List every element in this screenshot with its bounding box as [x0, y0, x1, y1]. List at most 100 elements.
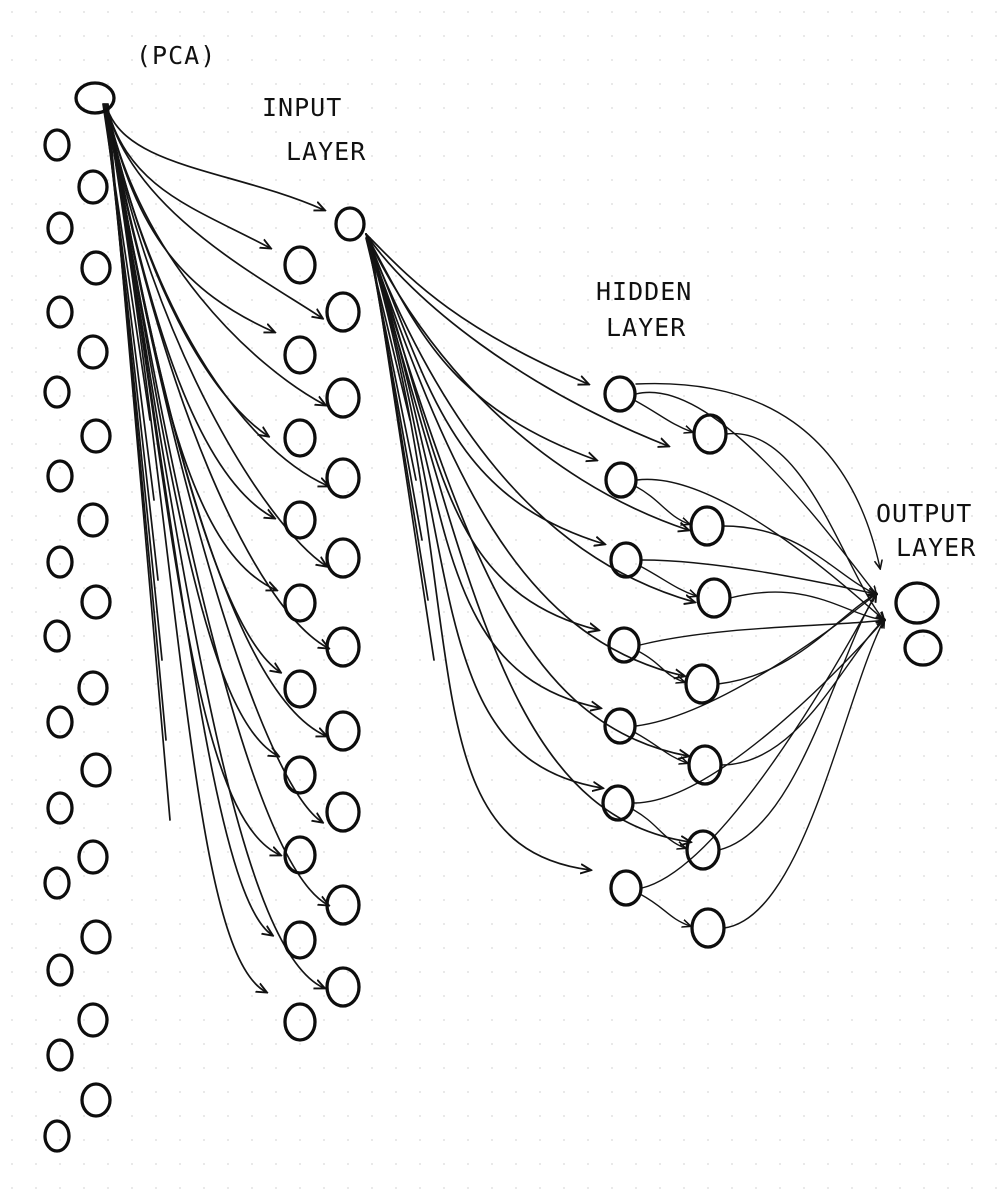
hidden-to-output-edge — [723, 620, 884, 929]
raw-feature-neuron — [77, 169, 109, 205]
output-layer-label-line2: LAYER — [896, 533, 976, 562]
pca-to-input-edge — [106, 107, 328, 486]
input-neuron — [325, 537, 361, 579]
hidden-internal-edge — [639, 893, 690, 926]
raw-feature-neuron — [46, 705, 74, 739]
hidden-to-output-edge — [635, 382, 880, 568]
input-to-hidden-edge — [365, 233, 590, 870]
input-neuron — [283, 583, 317, 623]
pca-to-input-edge — [106, 107, 322, 318]
hidden-to-output-edge — [720, 620, 884, 766]
input-to-hidden-edge — [365, 233, 684, 676]
hidden-internal-edge — [634, 485, 689, 524]
raw-feature-neuron — [46, 953, 74, 987]
hidden-to-output-edge — [729, 591, 884, 620]
raw-feature-neuron — [77, 839, 109, 875]
input-neuron — [283, 1002, 317, 1042]
input-to-hidden-edge — [365, 233, 690, 842]
input-neuron — [325, 791, 361, 833]
input-layer-label-line1: INPUT — [262, 93, 342, 122]
input-neuron — [325, 710, 361, 752]
pca-to-input-edge — [106, 107, 326, 566]
hidden-to-output-edge — [641, 594, 876, 889]
hidden-neuron — [603, 707, 637, 745]
input-neuron — [283, 755, 317, 795]
input-neuron — [325, 291, 361, 333]
raw-feature-neuron — [43, 375, 71, 409]
hidden-to-output-edge — [722, 525, 876, 594]
hidden-neuron — [604, 461, 638, 499]
pca-to-input-edge — [106, 107, 324, 210]
raw-feature-neuron — [80, 1082, 112, 1118]
input-layer-label: INPUT LAYER — [262, 93, 366, 166]
hidden-neuron — [689, 505, 725, 547]
hidden-layer-label: HIDDEN LAYER — [596, 277, 692, 342]
raw-feature-neuron — [46, 1038, 74, 1072]
input-neuron — [325, 626, 361, 668]
raw-feature-neuron — [77, 502, 109, 538]
output-layer-label: OUTPUT LAYER — [876, 499, 976, 562]
hidden-internal-edge — [639, 565, 696, 596]
raw-feature-neuron — [46, 791, 74, 825]
hidden-internal-edge — [633, 399, 692, 432]
input-neuron — [283, 500, 317, 540]
hidden-internal-edge — [637, 650, 684, 682]
input-layer-label-line2: LAYER — [286, 137, 366, 166]
hidden-neuron — [603, 375, 637, 413]
pca-to-input-edge — [106, 107, 325, 405]
raw-feature-neuron — [80, 919, 112, 955]
pca-bundle-stroke — [107, 103, 171, 821]
pca-neuron — [74, 81, 116, 115]
raw-feature-neuron — [46, 459, 74, 493]
hidden-neuron — [684, 663, 720, 705]
hidden-neuron — [607, 626, 641, 664]
hidden-neuron — [696, 577, 732, 619]
hidden-neuron — [690, 907, 726, 949]
input-neuron — [325, 966, 361, 1008]
hidden-to-output-edge — [639, 620, 884, 646]
neurons-group — [43, 81, 943, 1153]
hidden-to-output-edge — [635, 391, 876, 594]
hidden-to-output-edge — [717, 594, 876, 685]
input-neuron — [325, 884, 361, 926]
input-to-hidden-edge — [365, 233, 688, 756]
output-neuron — [903, 629, 943, 667]
raw-feature-neuron — [77, 670, 109, 706]
input-bundle-stroke — [369, 237, 435, 661]
hidden-to-output-edge — [641, 559, 876, 594]
hidden-internal-edge — [633, 731, 687, 763]
hidden-neuron — [609, 869, 643, 907]
hidden-layer-label-line2: LAYER — [606, 313, 686, 342]
input-neuron — [283, 920, 317, 960]
hidden-neuron — [687, 744, 723, 786]
pca-to-input-edge — [106, 107, 322, 822]
input-lead-neuron — [334, 206, 366, 242]
input-neuron — [283, 835, 317, 875]
raw-feature-neuron — [43, 1119, 71, 1153]
output-layer-label-line1: OUTPUT — [876, 499, 972, 528]
input-to-hidden-edge — [365, 233, 602, 788]
raw-feature-neuron — [46, 211, 74, 245]
raw-feature-neuron — [43, 128, 71, 162]
input-neuron — [283, 335, 317, 375]
input-neuron — [325, 377, 361, 419]
raw-feature-neuron — [77, 334, 109, 370]
pca-to-input-edge — [106, 107, 328, 905]
raw-feature-neuron — [77, 1002, 109, 1038]
raw-feature-neuron — [80, 752, 112, 788]
raw-feature-neuron — [80, 584, 112, 620]
raw-feature-neuron — [46, 545, 74, 579]
raw-feature-neuron — [46, 295, 74, 329]
output-neuron — [894, 581, 940, 625]
input-neuron — [325, 457, 361, 499]
input-neuron — [283, 669, 317, 709]
pca-label: (PCA) — [136, 41, 216, 70]
input-to-hidden-edge — [365, 233, 588, 384]
hidden-neuron — [601, 784, 635, 822]
raw-feature-neuron — [43, 619, 71, 653]
raw-feature-neuron — [43, 866, 71, 900]
hidden-layer-label-line1: HIDDEN — [596, 277, 692, 306]
hidden-to-output-edge — [718, 594, 876, 851]
